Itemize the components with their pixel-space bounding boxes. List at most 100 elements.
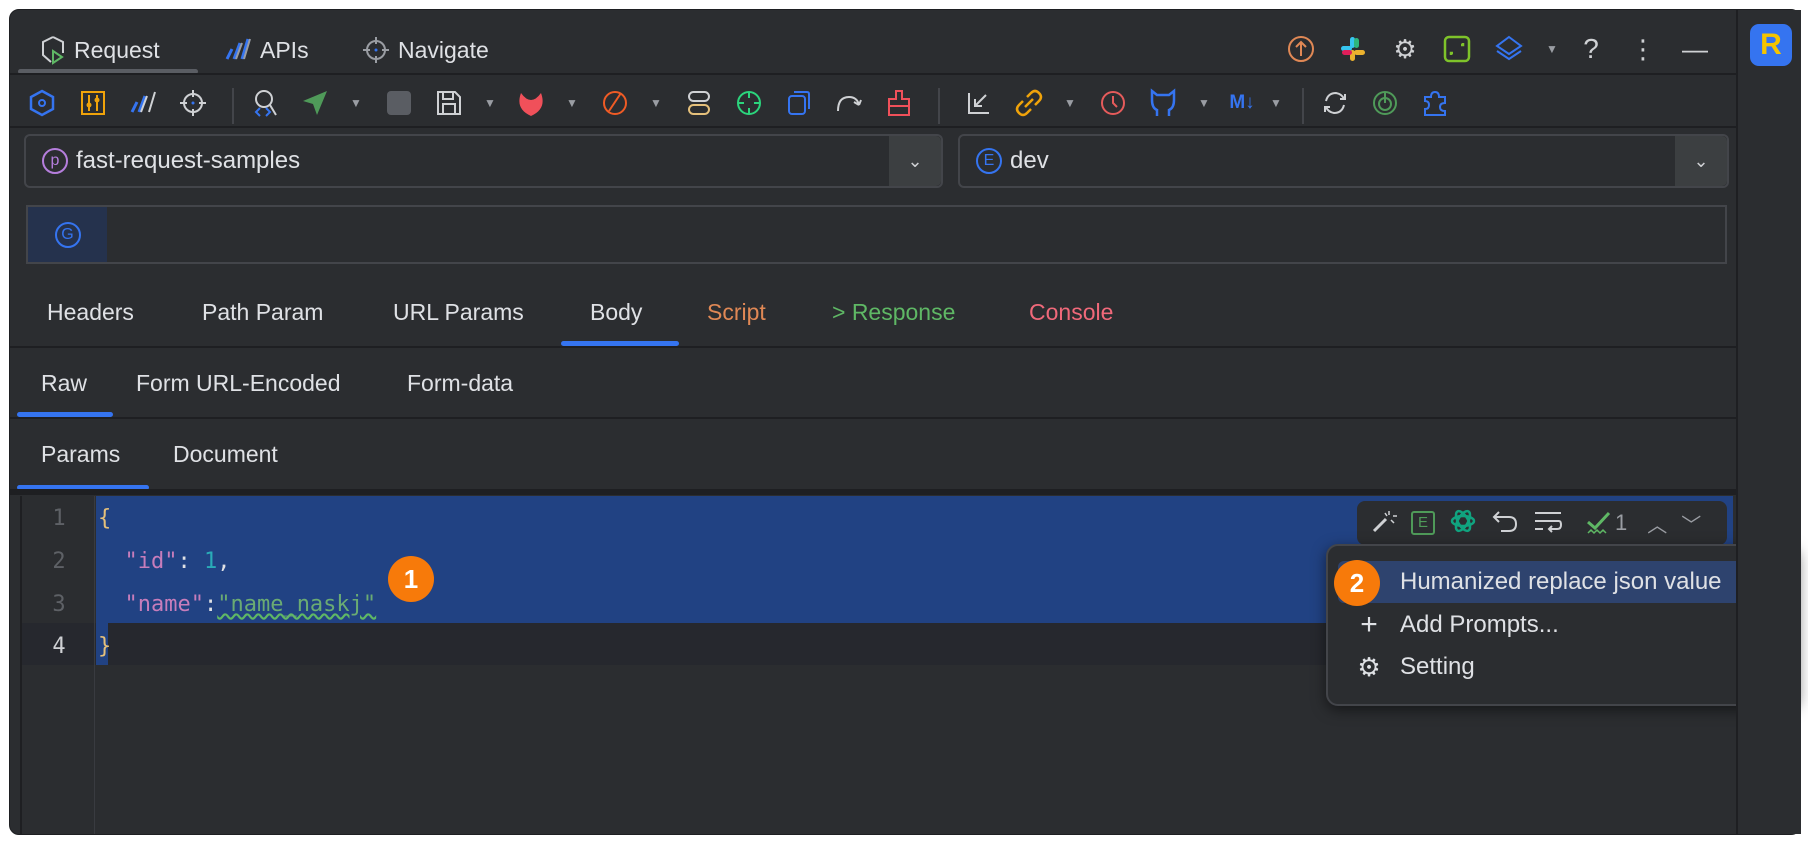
chevron-up-icon[interactable]: ︿ (1647, 514, 1668, 537)
inspection-count: 1 (1615, 510, 1628, 535)
plugin-icon[interactable] (1420, 88, 1450, 118)
active-tab-underline (561, 341, 679, 346)
power-icon[interactable] (1370, 88, 1400, 118)
postman-icon[interactable] (600, 88, 630, 118)
redo-icon[interactable] (834, 88, 864, 118)
method-selector[interactable]: G (28, 207, 107, 262)
code-token: "id" (98, 549, 178, 574)
tab-headers[interactable]: Headers (47, 299, 134, 325)
github-icon[interactable] (1148, 88, 1178, 118)
tab-raw[interactable]: Raw (41, 369, 88, 396)
tab-document[interactable]: Document (173, 441, 278, 467)
chevron-down-icon[interactable]: ▼ (650, 96, 662, 110)
code-token: } (98, 634, 112, 659)
undo-icon[interactable] (1491, 508, 1519, 539)
inspection-indicator[interactable]: 1 (1585, 510, 1627, 536)
sync-icon[interactable] (1320, 88, 1350, 118)
save-icon[interactable] (434, 88, 464, 118)
tab-url-params[interactable]: URL Params (393, 299, 524, 325)
url-input[interactable] (116, 215, 1716, 253)
chevron-down-icon[interactable]: ▼ (484, 96, 496, 110)
divider (1302, 88, 1304, 124)
tab-path-param[interactable]: Path Param (202, 299, 324, 325)
url-bar[interactable]: G (26, 205, 1727, 264)
clear-icon[interactable] (884, 88, 914, 118)
chevron-down-icon[interactable]: ▼ (1546, 42, 1558, 56)
chevron-down-icon[interactable]: ▼ (1064, 96, 1076, 110)
environment-name: dev (1010, 147, 1049, 174)
markdown-icon[interactable]: M↓ (1229, 92, 1255, 113)
layers-icon[interactable] (1494, 34, 1524, 64)
settings-icon[interactable]: ⚙ (1393, 33, 1417, 64)
equalizer-icon[interactable] (78, 88, 108, 118)
ai-prompt-menu: Humanized replace json value + Add Prompt… (1326, 544, 1799, 706)
code-line: { (98, 506, 111, 531)
active-tab-indicator (18, 69, 198, 74)
plus-icon: + (1360, 608, 1378, 641)
navigate-icon (363, 37, 389, 63)
apis-icon[interactable] (128, 88, 158, 118)
gear-icon: ⚙ (1357, 651, 1381, 682)
request-icon (42, 36, 64, 65)
toggle-icon[interactable] (684, 88, 714, 118)
line-number: 4 (52, 634, 66, 659)
divider (10, 346, 1737, 348)
expand-icon[interactable] (1442, 34, 1472, 64)
environment-selector[interactable]: E dev ⌄ (958, 134, 1729, 188)
e-icon[interactable]: E (1411, 511, 1435, 535)
chevron-down-icon[interactable]: ⌄ (1675, 136, 1727, 186)
raw-tabs: Params Document (10, 419, 1737, 490)
chevron-down-icon[interactable]: ▼ (350, 96, 362, 110)
tab-navigate[interactable]: Navigate (362, 28, 489, 72)
slack-icon[interactable] (1338, 34, 1368, 64)
restfulbox-logo[interactable]: R (1750, 24, 1792, 66)
divider (232, 88, 234, 124)
stop-icon[interactable] (384, 88, 414, 118)
more-icon[interactable]: ⋮ (1630, 33, 1656, 64)
gutter-border (94, 496, 95, 834)
divider (10, 73, 1737, 75)
fast-request-tool-window: Request APIs Navigate ⚙ ▼ ? ⋮ — ▼ ▼ ▼ ▼ … (9, 9, 1801, 835)
search-code-icon[interactable] (250, 88, 280, 118)
import-icon[interactable] (964, 88, 994, 118)
minimize-icon[interactable]: — (1682, 33, 1708, 64)
rocket-icon[interactable] (516, 88, 546, 118)
tab-form-data[interactable]: Form-data (407, 369, 514, 396)
chevron-down-icon[interactable]: ⌄ (889, 136, 941, 186)
project-name: fast-request-samples (76, 147, 301, 174)
chevron-down-icon[interactable]: ▼ (1270, 96, 1282, 110)
copy-icon[interactable] (784, 88, 814, 118)
menu-item-add-prompts[interactable]: + Add Prompts... (1338, 604, 1786, 646)
tab-form-url-encoded[interactable]: Form URL-Encoded (136, 369, 341, 396)
tab-console[interactable]: Console (1029, 299, 1114, 325)
crosshair-icon[interactable] (734, 88, 764, 118)
send-icon[interactable] (300, 88, 330, 118)
step-badge-2: 2 (1334, 560, 1380, 606)
openai-icon[interactable] (1449, 507, 1477, 540)
menu-item-humanized-replace[interactable]: Humanized replace json value (1338, 561, 1786, 603)
tab-body[interactable]: Body (590, 299, 643, 325)
target-icon[interactable] (178, 88, 208, 118)
magic-wand-icon[interactable] (1371, 508, 1397, 539)
code-line: "name":"name_naskj" (98, 592, 376, 617)
menu-item-setting[interactable]: ⚙Setting (1338, 646, 1786, 688)
wrap-icon[interactable] (1533, 508, 1563, 539)
upload-icon[interactable] (1286, 34, 1316, 64)
tab-label: Request (74, 36, 160, 63)
menu-item-label: Add Prompts... (1400, 611, 1559, 638)
help-icon[interactable]: ? (1583, 33, 1599, 64)
active-tab-underline (17, 485, 149, 490)
tab-apis[interactable]: APIs (224, 28, 309, 72)
tab-response[interactable]: > Response (832, 299, 956, 325)
tab-request[interactable]: Request (40, 28, 160, 72)
link-icon[interactable] (1014, 88, 1044, 118)
tab-params[interactable]: Params (41, 441, 121, 467)
chevron-down-icon[interactable]: ▼ (1198, 96, 1210, 110)
hexagon-icon[interactable] (27, 88, 57, 118)
chevron-down-icon[interactable]: ﹀ (1681, 514, 1702, 537)
step-badge-1: 1 (388, 556, 434, 602)
history-icon[interactable] (1098, 88, 1128, 118)
chevron-down-icon[interactable]: ▼ (566, 96, 578, 110)
tab-script[interactable]: Script (707, 299, 766, 325)
project-selector[interactable]: p fast-request-samples ⌄ (24, 134, 943, 188)
